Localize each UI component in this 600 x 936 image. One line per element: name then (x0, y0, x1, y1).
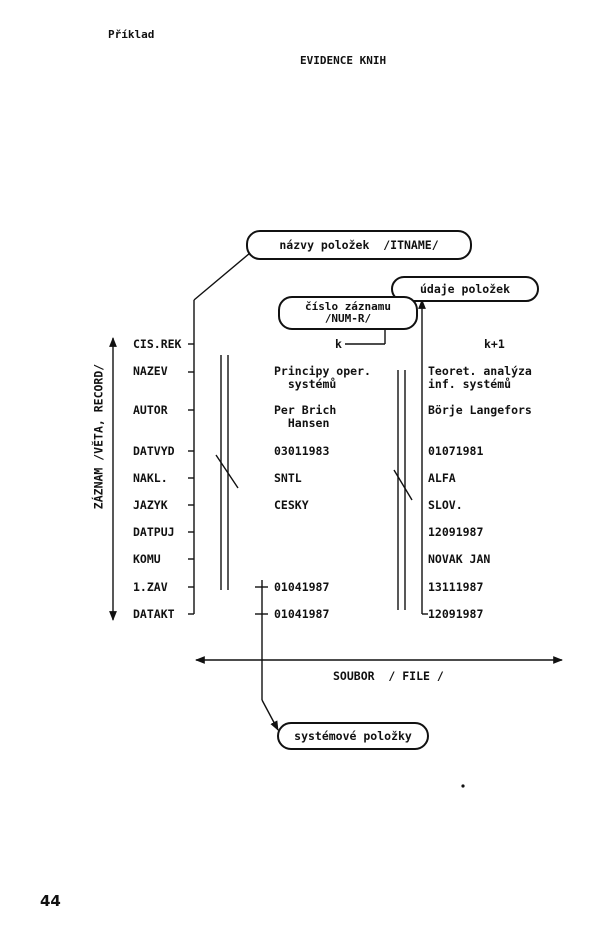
field-name: AUTOR (133, 403, 168, 417)
page-title: EVIDENCE KNIH (300, 54, 387, 67)
callout-record-number: číslo záznamu /NUM-R/ (278, 296, 418, 330)
field-name: DATAKT (133, 607, 175, 621)
column-k: k (335, 337, 342, 351)
record-k1-value: 01071981 (428, 444, 484, 458)
field-name: NAZEV (133, 364, 168, 378)
callout-item-values: údaje položek (391, 276, 539, 302)
field-name: DATPUJ (133, 525, 175, 539)
record-k-value: 01041987 (274, 607, 330, 621)
field-name: DATVYD (133, 444, 175, 458)
field-name: NAKL. (133, 471, 168, 485)
record-k-value: Per Brich Hansen (274, 403, 337, 430)
field-name: JAZYK (133, 498, 168, 512)
callout-item-names: názvy položek /ITNAME/ (246, 230, 472, 260)
header-label: Příklad (108, 28, 155, 41)
file-axis-label: SOUBOR / FILE / (333, 669, 444, 683)
record-k-value: CESKY (274, 498, 309, 512)
field-name: KOMU (133, 552, 161, 566)
record-k1-value: SLOV. (428, 498, 463, 512)
record-k1-value: NOVAK JAN (428, 552, 491, 566)
record-k-value: 03011983 (274, 444, 330, 458)
record-k1-value: ALFA (428, 471, 456, 485)
record-k-value: Principy oper. systémů (274, 364, 371, 391)
field-name: 1.ZAV (133, 580, 168, 594)
record-k1-value: 12091987 (428, 607, 484, 621)
field-name: CIS.REK (133, 337, 182, 351)
column-k-plus-1: k+1 (484, 337, 505, 351)
callout-system-items: systémové položky (277, 722, 429, 750)
record-k1-value: Teoret. analýza inf. systémů (428, 364, 532, 391)
record-k-value: SNTL (274, 471, 302, 485)
record-k1-value: 13111987 (428, 580, 484, 594)
record-k-value: 01041987 (274, 580, 330, 594)
row-ticks (188, 343, 194, 615)
record-axis-label: ZÁZNAM /VĚTA, RECORD/ (91, 363, 106, 510)
record-k1-value: 12091987 (428, 525, 484, 539)
record-k1-value: Börje Langefors (428, 403, 532, 417)
page-number: 44 (40, 892, 61, 910)
